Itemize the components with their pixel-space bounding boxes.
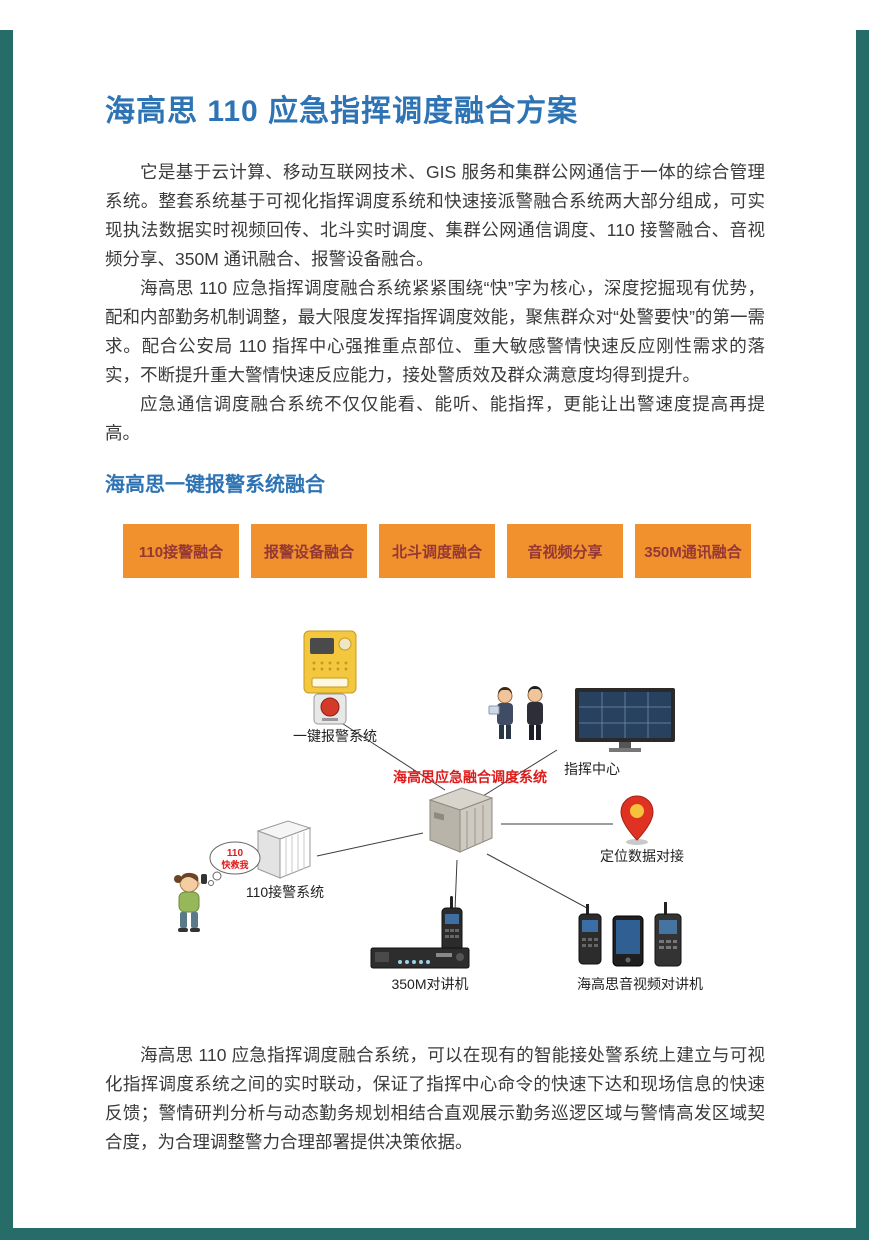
- rack-unit-icon: [370, 944, 470, 977]
- caller-person-illustration: [165, 870, 225, 939]
- walkie-talkie-icon: [437, 896, 467, 961]
- alarm-button-device-icon: [310, 692, 350, 731]
- page-border-bottom: [0, 1228, 869, 1240]
- location-pin-icon: [617, 794, 657, 851]
- label-command-center: 指挥中心: [564, 761, 620, 777]
- section-heading: 海高思一键报警系统融合: [105, 474, 325, 496]
- speech-bubble: 110 快救我: [205, 840, 261, 891]
- label-location-data: 定位数据对接: [600, 848, 684, 864]
- feature-box-row: 110接警融合 报警设备融合 北斗调度融合 音视频分享 350M通讯融合: [105, 524, 765, 578]
- feature-box-350m: 350M通讯融合: [635, 524, 751, 578]
- document-content: 海高思 110 应急指挥调度融合方案 它是基于云计算、移动互联网技术、GIS 服…: [105, 0, 765, 1157]
- page-border-right: [856, 30, 869, 1240]
- center-system-label: 海高思应急融合调度系统: [393, 769, 547, 785]
- command-center-illustration: [487, 686, 682, 763]
- label-av-radio: 海高思音视频对讲机: [577, 976, 703, 992]
- speech-bubble-line2: 快救我: [221, 859, 248, 870]
- alarm-110-cabinet-icon: [253, 814, 315, 887]
- av-handsets-illustration: [577, 902, 692, 979]
- intro-paragraph-2: 海高思 110 应急指挥调度融合系统紧紧围绕“快”字为核心，深度挖掘现有优势，配…: [105, 278, 765, 385]
- feature-box-beidou: 北斗调度融合: [379, 524, 495, 578]
- page-title: 海高思 110 应急指挥调度融合方案: [105, 95, 579, 128]
- label-alarm-110-system: 110接警系统: [245, 884, 325, 900]
- connector-lines: [316, 719, 613, 911]
- closing-paragraph: 海高思 110 应急指挥调度融合系统，可以在现有的智能接处警系统上建立与可视化指…: [105, 1045, 765, 1152]
- intro-paragraph-3: 应急通信调度融合系统不仅仅能看、能听、能指挥，更能让出警速度提高再提高。: [105, 394, 765, 443]
- page-border-left: [0, 30, 13, 1240]
- system-topology-diagram: 一键报警系统: [105, 628, 765, 1013]
- one-key-alarm-panel-icon: [300, 630, 360, 699]
- label-one-key-alarm: 一键报警系统: [293, 728, 377, 744]
- feature-box-av-share: 音视频分享: [507, 524, 623, 578]
- intro-paragraph-1: 它是基于云计算、移动互联网技术、GIS 服务和集群公网通信于一体的综合管理系统。…: [105, 162, 765, 269]
- feature-box-110-alarm: 110接警融合: [123, 524, 239, 578]
- speech-bubble-line1: 110: [227, 848, 244, 859]
- label-350m-radio: 350M对讲机: [391, 976, 469, 992]
- central-server-icon: [420, 780, 500, 863]
- feature-box-alarm-device: 报警设备融合: [251, 524, 367, 578]
